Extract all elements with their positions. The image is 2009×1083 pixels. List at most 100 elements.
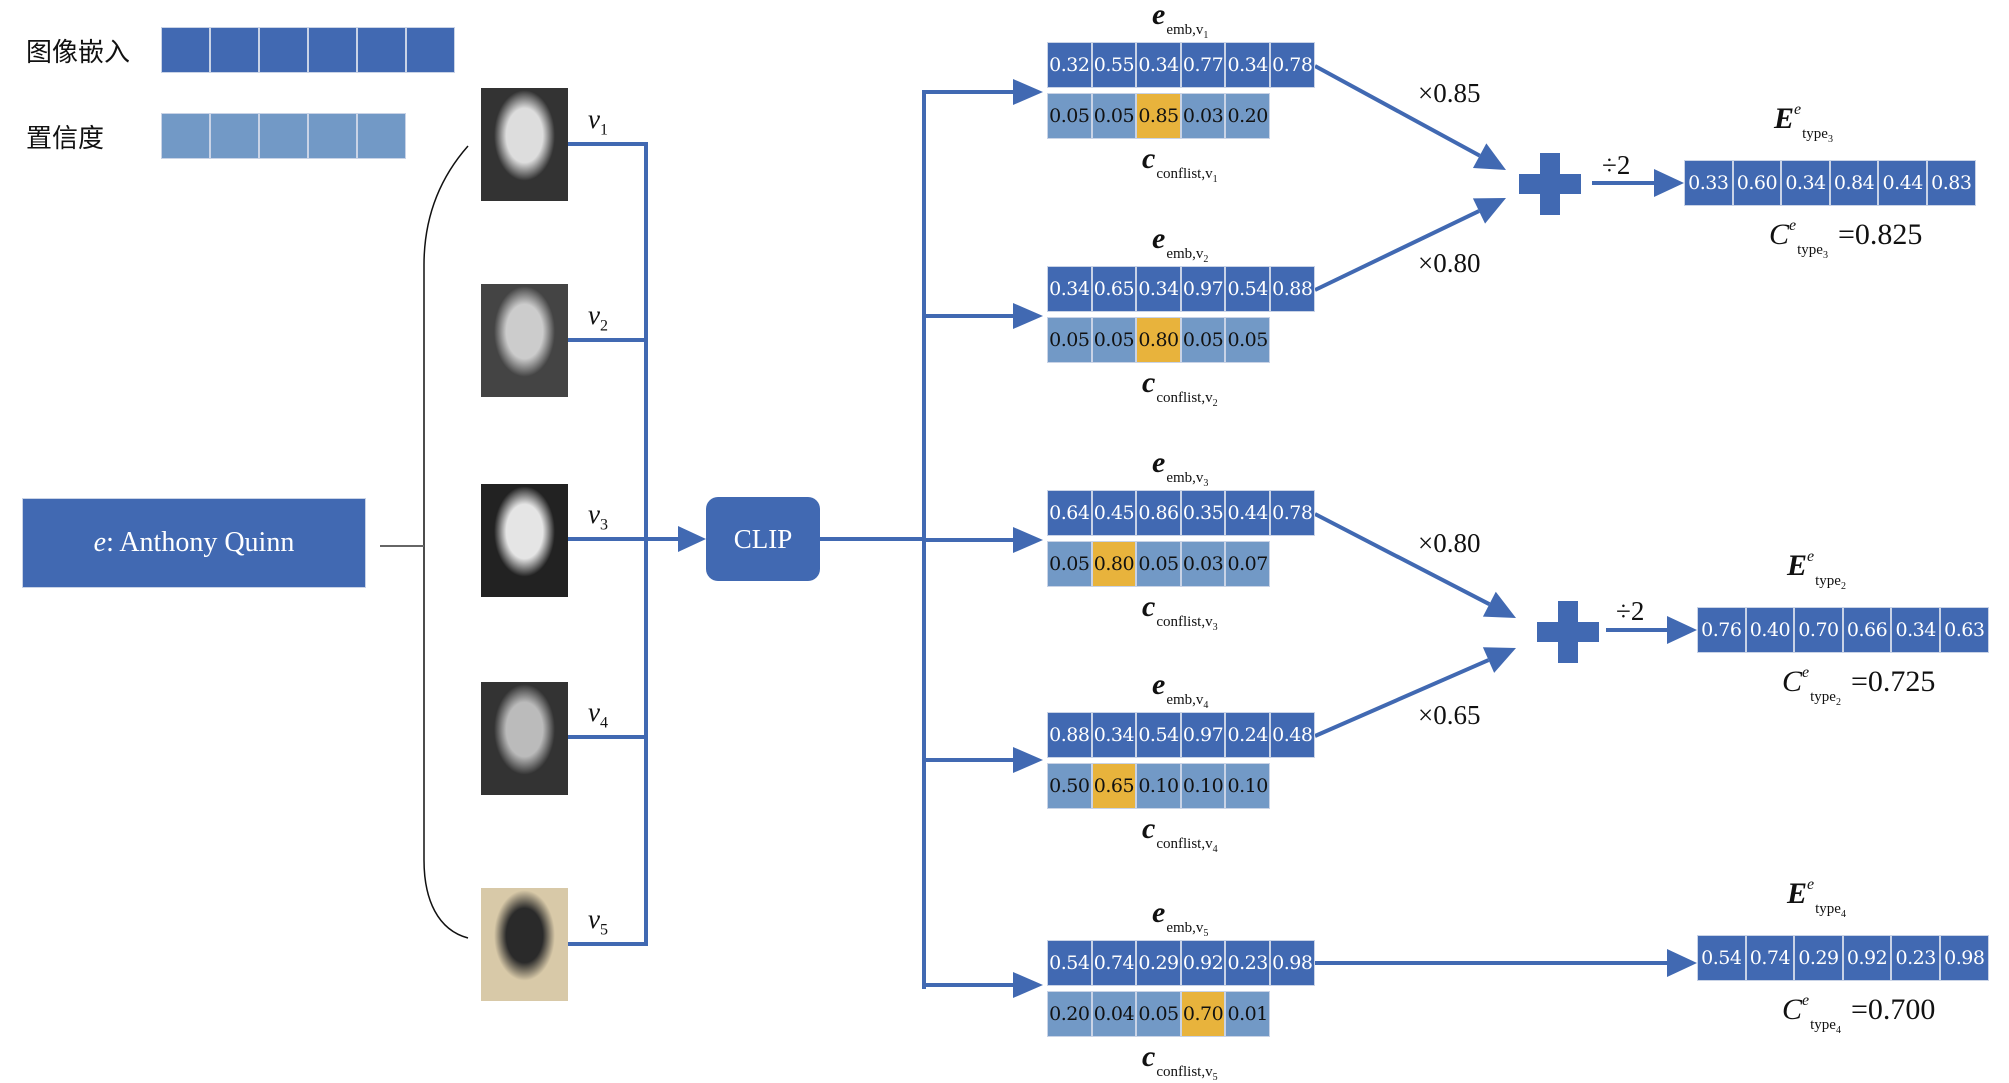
legend-embedding-cell xyxy=(161,27,210,73)
embedding-cell: 0.65 xyxy=(1091,266,1137,312)
weighted-arrow xyxy=(1314,512,1491,606)
confidence-cell-max: 0.80 xyxy=(1136,317,1181,363)
legend-confidence-swatch xyxy=(161,113,406,159)
embedding-label: eemb,v4 xyxy=(1152,668,1209,711)
confidence-cell: 0.10 xyxy=(1136,763,1181,809)
legend-embedding-cell xyxy=(259,27,308,73)
arrowhead xyxy=(1013,747,1043,773)
legend-confidence-label: 置信度 xyxy=(26,124,105,154)
embedding-cell: 0.97 xyxy=(1180,266,1226,312)
result-cell: 0.33 xyxy=(1684,160,1733,206)
embedding-cell: 0.34 xyxy=(1047,266,1092,312)
weight-label: ×0.80 xyxy=(1418,528,1481,558)
divide-label: ÷2 xyxy=(1602,150,1631,180)
confidence-label: cconflist,v5 xyxy=(1142,1040,1218,1083)
result-cell: 0.83 xyxy=(1926,160,1976,206)
embedding-cell: 0.34 xyxy=(1091,712,1137,758)
embedding-cell: 0.64 xyxy=(1047,490,1092,536)
embedding-cell: 0.55 xyxy=(1091,42,1137,88)
embedding-cell: 0.54 xyxy=(1136,712,1181,758)
confidence-label: cconflist,v3 xyxy=(1142,590,1218,633)
embedding-label: eemb,v2 xyxy=(1152,222,1209,265)
confidence-cell: 0.10 xyxy=(1225,763,1270,809)
portrait-photo-icon xyxy=(481,284,568,397)
confidence-cell: 0.20 xyxy=(1047,991,1092,1037)
clip-model-box: CLIP xyxy=(706,497,820,581)
embedding-cell: 0.32 xyxy=(1047,42,1092,88)
embedding-cell: 0.23 xyxy=(1225,940,1270,986)
arrowhead xyxy=(1667,616,1697,644)
confidence-cell: 0.05 xyxy=(1047,317,1092,363)
portrait-photo-icon xyxy=(481,484,568,597)
entity-box: e: Anthony Quinn xyxy=(22,498,366,588)
legend-embedding-label: 图像嵌入 xyxy=(26,38,131,68)
legend-confidence-cell xyxy=(210,113,259,159)
confidence-cell: 0.05 xyxy=(1180,317,1226,363)
portrait-photo-icon xyxy=(481,682,568,795)
embedding-cell: 0.88 xyxy=(1047,712,1092,758)
result-confidence: Cetype4=0.700 xyxy=(1782,992,1936,1036)
arrowhead xyxy=(1013,79,1043,105)
embedding-cell: 0.88 xyxy=(1269,266,1315,312)
confidence-cell-max: 0.65 xyxy=(1091,763,1137,809)
weight-label: ×0.85 xyxy=(1418,78,1481,108)
weighted-arrow xyxy=(1314,209,1480,292)
confidence-cell: 0.07 xyxy=(1225,541,1270,587)
embedding-cell: 0.78 xyxy=(1269,42,1315,88)
result-cell: 0.76 xyxy=(1697,607,1746,653)
movie-cover-photo-icon xyxy=(481,888,568,1001)
arrowhead xyxy=(1013,972,1043,998)
result-cell: 0.44 xyxy=(1878,160,1927,206)
result-cell: 0.63 xyxy=(1939,607,1989,653)
embedding-cell: 0.54 xyxy=(1225,266,1270,312)
result-cell: 0.34 xyxy=(1891,607,1940,653)
embedding-cell: 0.97 xyxy=(1180,712,1226,758)
clip-label: CLIP xyxy=(733,523,793,554)
confidence-cell: 0.01 xyxy=(1225,991,1270,1037)
result-cell: 0.98 xyxy=(1939,935,1989,981)
result-cell: 0.23 xyxy=(1891,935,1940,981)
legend-embedding-cell xyxy=(210,27,259,73)
confidence-cell: 0.05 xyxy=(1225,317,1270,363)
embedding-cell: 0.74 xyxy=(1091,940,1137,986)
legend-embedding-cell xyxy=(406,27,455,73)
legend-confidence-cell xyxy=(308,113,357,159)
legend-confidence-cell xyxy=(357,113,406,159)
confidence-cell: 0.03 xyxy=(1180,541,1226,587)
plus-icon xyxy=(1519,153,1581,215)
entity-var: e xyxy=(93,527,107,558)
confidence-label: cconflist,v2 xyxy=(1142,366,1218,409)
arrowhead xyxy=(1667,949,1697,977)
arrowhead xyxy=(1482,647,1516,673)
arrowhead xyxy=(1472,143,1506,170)
legend-confidence-cell xyxy=(259,113,308,159)
plus-icon xyxy=(1537,601,1599,663)
arrowhead xyxy=(1654,169,1684,197)
embedding-cell: 0.54 xyxy=(1047,940,1092,986)
entity-name: : Anthony Quinn xyxy=(106,527,295,558)
legend-embedding-swatch xyxy=(161,27,455,73)
result-confidence: Cetype2=0.725 xyxy=(1782,664,1936,708)
result-cell: 0.34 xyxy=(1781,160,1830,206)
confidence-cell: 0.05 xyxy=(1136,991,1181,1037)
confidence-cell: 0.05 xyxy=(1091,317,1137,363)
embedding-cell: 0.29 xyxy=(1136,940,1181,986)
confidence-cell-max: 0.80 xyxy=(1091,541,1137,587)
result-embedding-label: Eetype3 xyxy=(1774,101,1833,145)
legend-confidence-cell xyxy=(161,113,210,159)
result-embedding-label: Eetype2 xyxy=(1787,548,1846,592)
weight-label: ×0.80 xyxy=(1418,248,1481,278)
result-embedding-label: Eetype4 xyxy=(1787,876,1846,920)
confidence-cell: 0.05 xyxy=(1091,93,1137,139)
legend-embedding-cell xyxy=(357,27,406,73)
confidence-label: cconflist,v1 xyxy=(1142,142,1218,185)
